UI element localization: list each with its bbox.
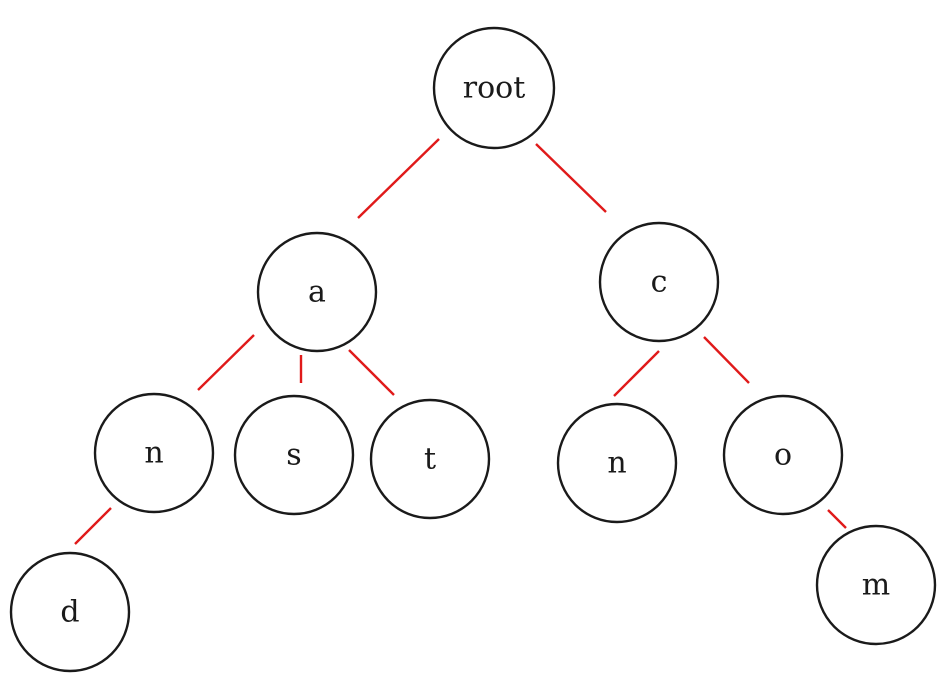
- node-label-c: c: [651, 265, 668, 300]
- node-and: d: [9, 551, 131, 673]
- edge-a-at: [348, 349, 395, 396]
- edge-an-and: [74, 507, 112, 545]
- node-label-co: o: [774, 438, 792, 473]
- node-as: s: [233, 394, 355, 516]
- node-circle-at: [369, 398, 491, 520]
- node-an: n: [93, 392, 215, 514]
- node-label-and: d: [60, 595, 79, 630]
- node-label-com: m: [862, 568, 890, 603]
- edges-layer: [74, 138, 847, 545]
- node-label-a: a: [308, 275, 326, 310]
- node-label-root: root: [463, 71, 526, 106]
- edge-c-cn: [613, 350, 660, 397]
- node-c: c: [598, 221, 720, 343]
- node-co: o: [722, 394, 844, 516]
- node-cn: n: [556, 402, 678, 524]
- node-com: m: [815, 524, 937, 646]
- node-circle-c: [598, 221, 720, 343]
- node-label-as: s: [286, 438, 301, 473]
- node-circle-an: [93, 392, 215, 514]
- node-circle-com: [815, 524, 937, 646]
- node-circle-co: [722, 394, 844, 516]
- edge-c-co: [703, 336, 750, 384]
- node-circle-as: [233, 394, 355, 516]
- edge-a-an: [197, 334, 255, 391]
- node-circle-cn: [556, 402, 678, 524]
- node-at: t: [369, 398, 491, 520]
- node-circle-root: [432, 26, 556, 150]
- node-label-at: t: [424, 442, 436, 477]
- node-label-cn: n: [607, 446, 626, 481]
- node-label-an: n: [144, 436, 163, 471]
- node-circle-and: [9, 551, 131, 673]
- edge-root-a: [357, 138, 440, 219]
- edge-root-c: [535, 143, 607, 213]
- node-a: a: [256, 231, 378, 353]
- edge-co-com: [827, 509, 847, 529]
- nodes-layer: root a c n s t n o d m: [9, 26, 937, 673]
- node-circle-a: [256, 231, 378, 353]
- node-root: root: [432, 26, 556, 150]
